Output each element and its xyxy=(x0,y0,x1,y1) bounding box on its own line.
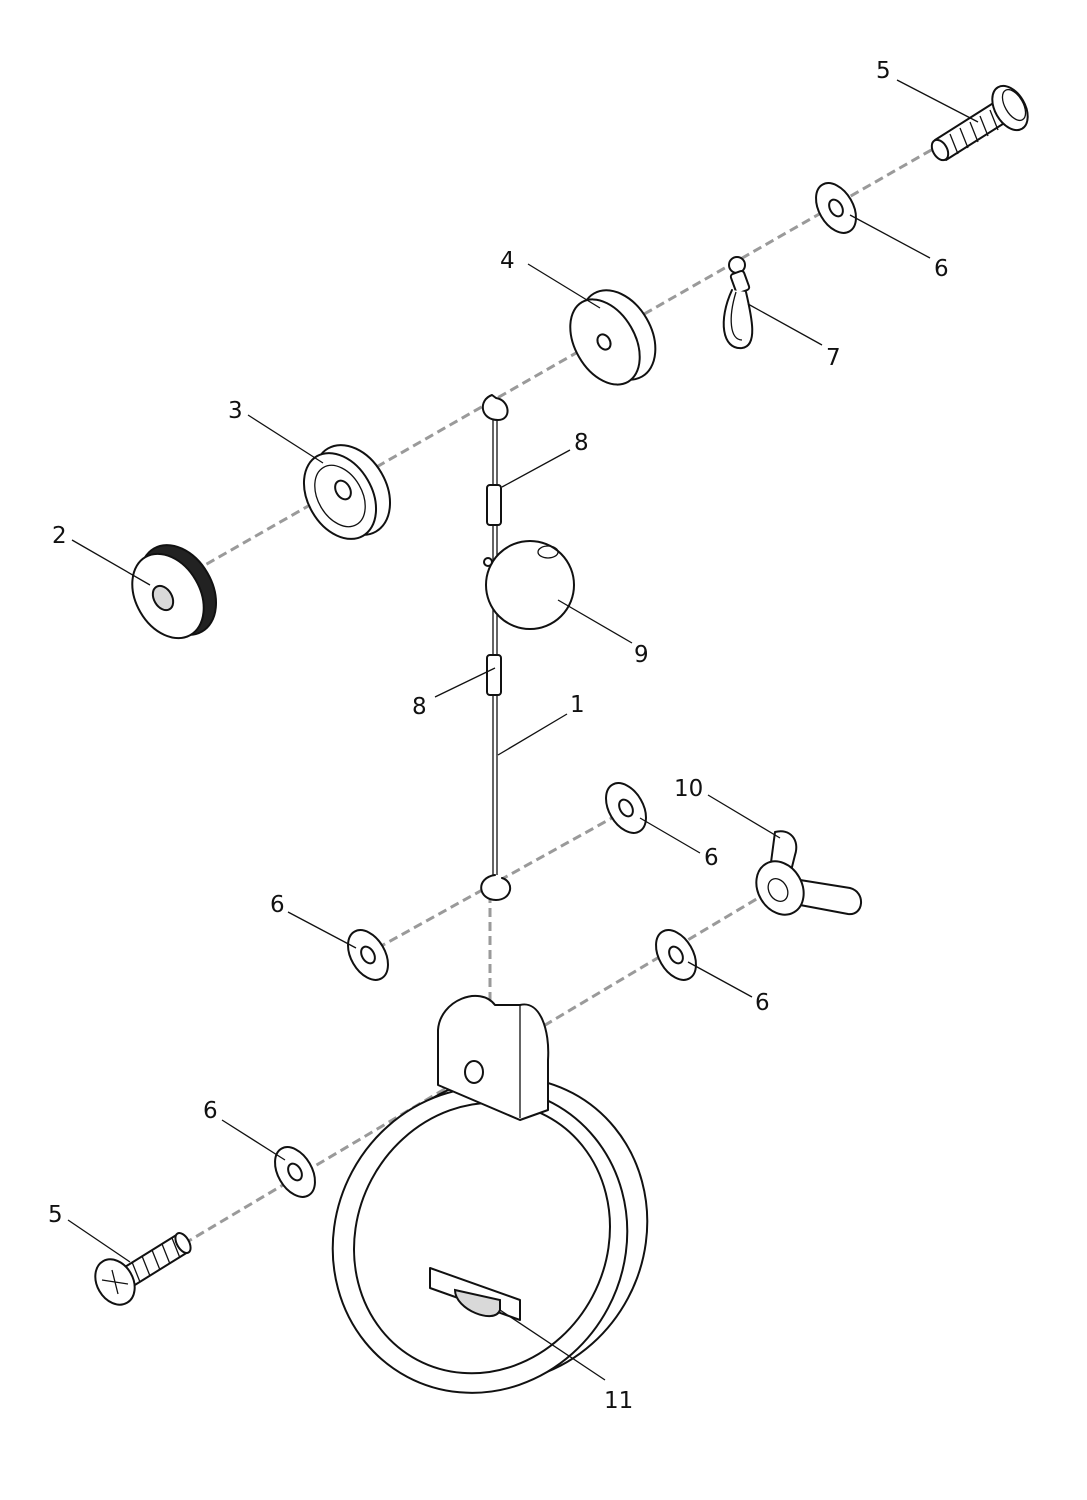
screw-icon xyxy=(94,1232,192,1306)
clamp-band-icon xyxy=(331,994,649,1394)
callout-6-lower-right: 6 xyxy=(755,990,770,1016)
leader-lines xyxy=(67,79,979,1381)
ball-weight-icon xyxy=(483,540,575,630)
callout-8-upper: 8 xyxy=(574,430,589,456)
washer-icon xyxy=(274,1146,316,1198)
wing-nut-icon xyxy=(755,830,862,916)
washer-icon xyxy=(605,782,647,834)
callout-6-mid-left: 6 xyxy=(270,892,285,918)
callout-6-bottom: 6 xyxy=(203,1098,218,1124)
callout-labels: 5 6 7 4 3 2 8 9 8 1 10 6 6 6 6 5 11 xyxy=(48,58,949,1414)
callout-3: 3 xyxy=(228,398,243,424)
callout-8-lower: 8 xyxy=(412,694,427,720)
snap-swivel-icon xyxy=(722,256,754,350)
callout-6-top: 6 xyxy=(934,256,949,282)
callout-9: 9 xyxy=(634,642,649,668)
callout-11: 11 xyxy=(604,1388,633,1414)
callout-10: 10 xyxy=(674,776,703,802)
washer-icon xyxy=(347,929,389,981)
magnet-icon xyxy=(569,289,657,386)
assembly-axes xyxy=(159,143,941,1260)
callout-1: 1 xyxy=(570,692,585,718)
callout-5-top: 5 xyxy=(876,58,891,84)
washer-icon xyxy=(655,929,697,981)
callout-6-mid-right: 6 xyxy=(704,845,719,871)
washer-icon xyxy=(815,182,857,234)
callout-7: 7 xyxy=(826,345,841,371)
knurled-nut-icon xyxy=(131,544,217,640)
callout-2: 2 xyxy=(52,523,67,549)
callout-5-bottom: 5 xyxy=(48,1202,63,1228)
callout-4: 4 xyxy=(500,248,515,274)
screw-icon xyxy=(930,84,1029,162)
ring-magnet-icon xyxy=(302,444,391,540)
wire-leader-icon xyxy=(480,394,512,901)
